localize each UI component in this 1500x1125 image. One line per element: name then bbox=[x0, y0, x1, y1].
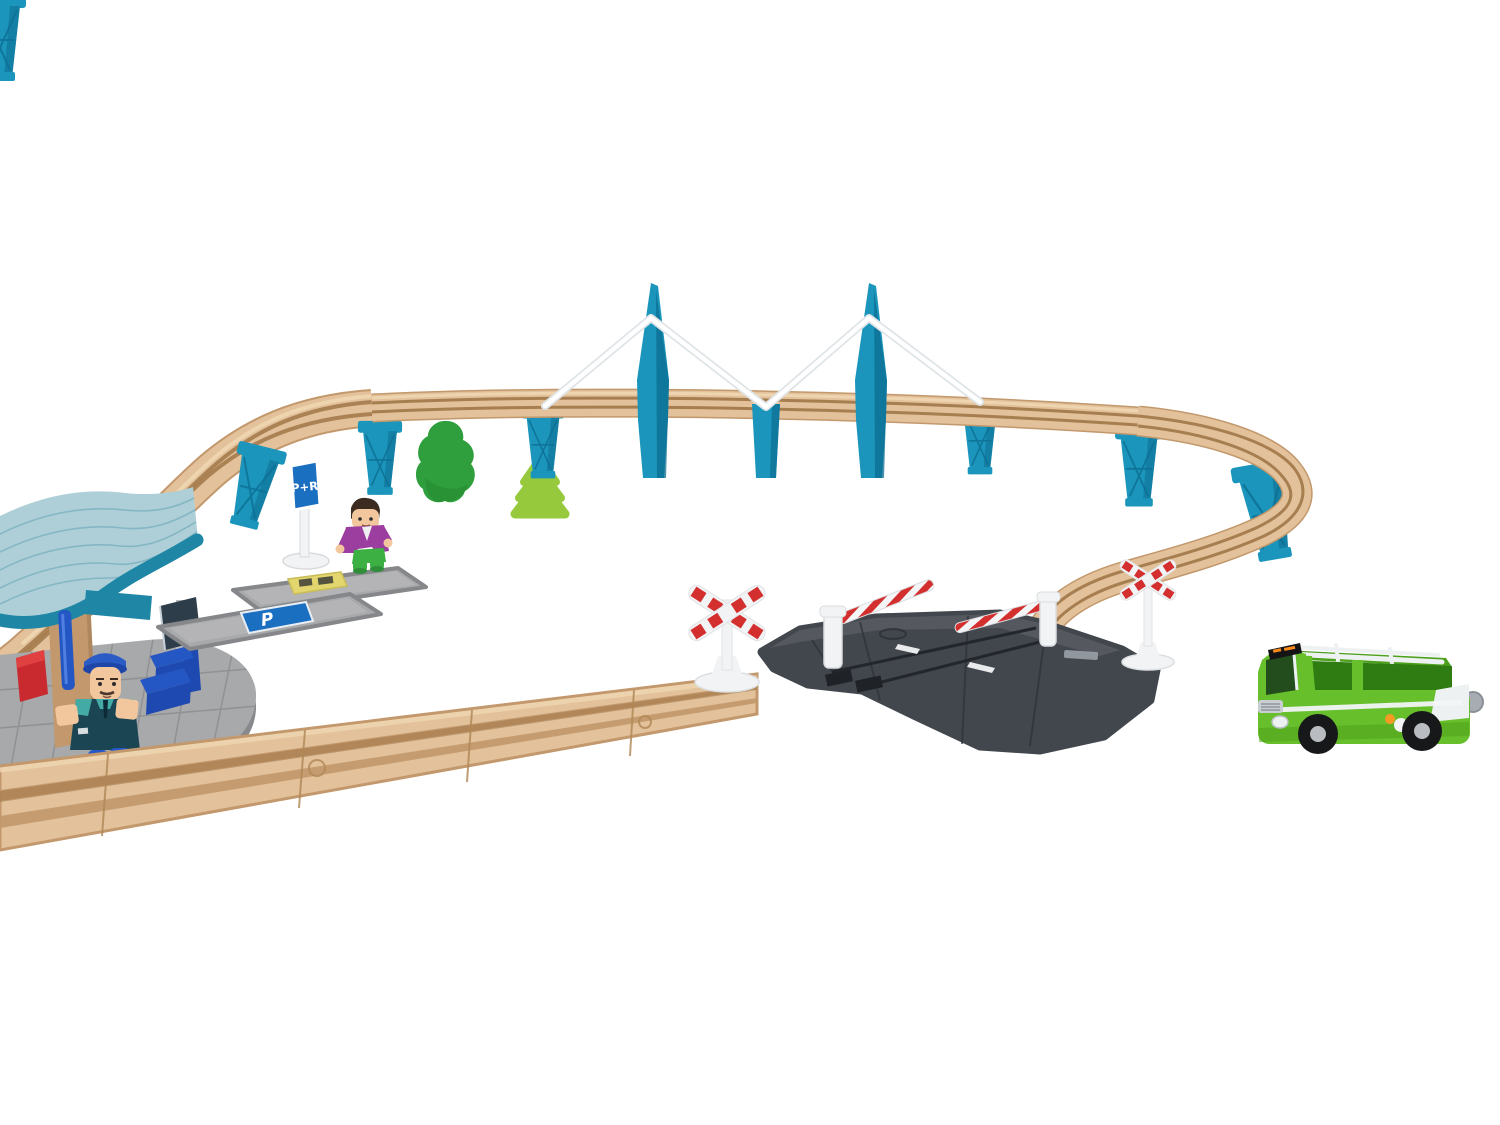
bus-destination-sign bbox=[1268, 643, 1302, 660]
canopy-handle bbox=[58, 609, 75, 691]
park-and-ride-label: P+R bbox=[290, 479, 318, 496]
bus-wheel-rear bbox=[1402, 711, 1442, 751]
bus-roof-rails bbox=[1287, 643, 1445, 666]
station-canopy bbox=[0, 487, 204, 629]
crossing-barrier-right bbox=[954, 591, 1061, 647]
track-support bbox=[357, 420, 403, 496]
suspension-cables bbox=[541, 314, 984, 411]
platform-bench bbox=[140, 637, 201, 715]
track-supports bbox=[0, 0, 1306, 566]
conifer-tree bbox=[510, 455, 570, 519]
elevated-track-right-curve bbox=[1028, 405, 1313, 639]
ground-track bbox=[0, 672, 759, 852]
bus-wheel-front bbox=[1298, 714, 1338, 754]
deciduous-tree bbox=[415, 420, 475, 503]
parking-label: P bbox=[259, 609, 275, 631]
bus-grille bbox=[1258, 700, 1283, 713]
red-wagon bbox=[16, 650, 48, 702]
passenger-figure bbox=[335, 497, 393, 574]
bridge-pylon-left bbox=[637, 283, 669, 478]
crossbuck-sign-left bbox=[688, 584, 766, 693]
parking-badge: P bbox=[239, 600, 315, 635]
level-crossing-base bbox=[757, 609, 1161, 755]
toy-bus bbox=[1258, 643, 1484, 754]
bus-headlight bbox=[1271, 715, 1289, 729]
bridge-pylon-right bbox=[855, 283, 887, 478]
parking-plate-car: P bbox=[156, 592, 383, 651]
crossbuck-sign-right bbox=[1119, 559, 1177, 671]
crossing-barrier-left bbox=[819, 579, 935, 669]
bus-taxi-badge bbox=[286, 571, 349, 595]
park-and-ride-sign: P+R bbox=[282, 459, 330, 570]
parking-plate-bus-taxi bbox=[231, 566, 428, 613]
bridge-mid-pillar bbox=[752, 404, 780, 478]
